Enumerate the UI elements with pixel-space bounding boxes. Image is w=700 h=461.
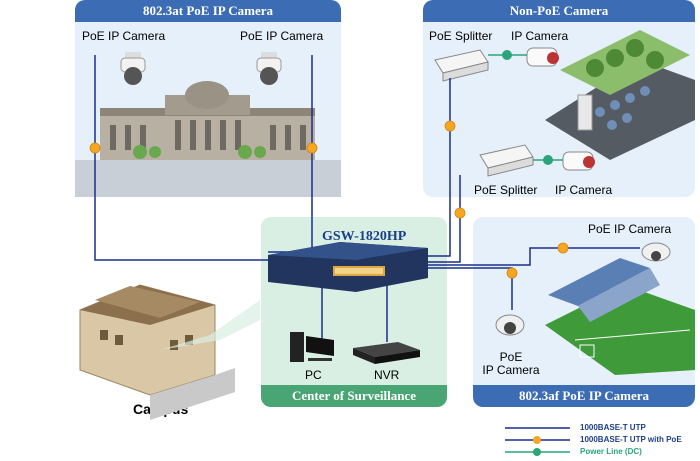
- poe-dome-camera-field-bottom: [495, 314, 525, 336]
- panel-title-8023at: 802.3at PoE IP Camera: [75, 0, 341, 22]
- pc-device: [290, 332, 334, 362]
- legend-poe: 1000BASE-T UTP with PoE: [580, 435, 682, 444]
- poe-dome-camera-field-top: [641, 242, 671, 262]
- nvr-device: [353, 342, 420, 364]
- legend: [505, 427, 570, 456]
- dome-camera-left: [120, 52, 146, 85]
- label-nvr: NVR: [374, 368, 400, 382]
- label-ip-camera-top: IP Camera: [511, 29, 569, 43]
- label-poe-splitter-top: PoE Splitter: [429, 29, 493, 43]
- ip-camera-bullet-top: [526, 47, 559, 67]
- campus-main-building: [75, 81, 341, 197]
- label-pc: PC: [305, 368, 322, 382]
- panel-title-non-poe: Non-PoE Camera: [423, 0, 695, 22]
- switch-name: GSW-1820HP: [322, 229, 407, 244]
- label-poe-ip-camera-field-bottom-2: IP Camera: [482, 363, 540, 377]
- legend-utp: 1000BASE-T UTP: [580, 423, 646, 432]
- dc-lines: [488, 54, 563, 161]
- label-poe-splitter-bottom: PoE Splitter: [474, 183, 538, 197]
- ip-camera-bullet-bottom: [562, 151, 595, 171]
- dome-camera-right: [256, 52, 282, 85]
- label-poe-ip-camera-left: PoE IP Camera: [82, 29, 166, 43]
- panel-title-center: Center of Surveillance: [261, 385, 447, 407]
- campus-building: [79, 284, 260, 420]
- legend-dc: Power Line (DC): [580, 447, 642, 456]
- label-ip-camera-bottom: IP Camera: [555, 183, 613, 197]
- switch-device: [268, 242, 428, 292]
- label-poe-ip-camera-field-top: PoE IP Camera: [588, 222, 672, 236]
- label-poe-ip-camera-right: PoE IP Camera: [240, 29, 324, 43]
- dc-badges: [502, 50, 553, 165]
- parking-scene: [545, 30, 695, 160]
- football-field: [545, 258, 695, 375]
- label-poe-ip-camera-field-bottom-1: PoE: [499, 350, 523, 364]
- panel-title-8023af: 802.3af PoE IP Camera: [473, 385, 695, 407]
- poe-splitter-top: [434, 49, 489, 82]
- poe-splitter-bottom: [479, 144, 534, 177]
- poe-badges: [89, 120, 569, 279]
